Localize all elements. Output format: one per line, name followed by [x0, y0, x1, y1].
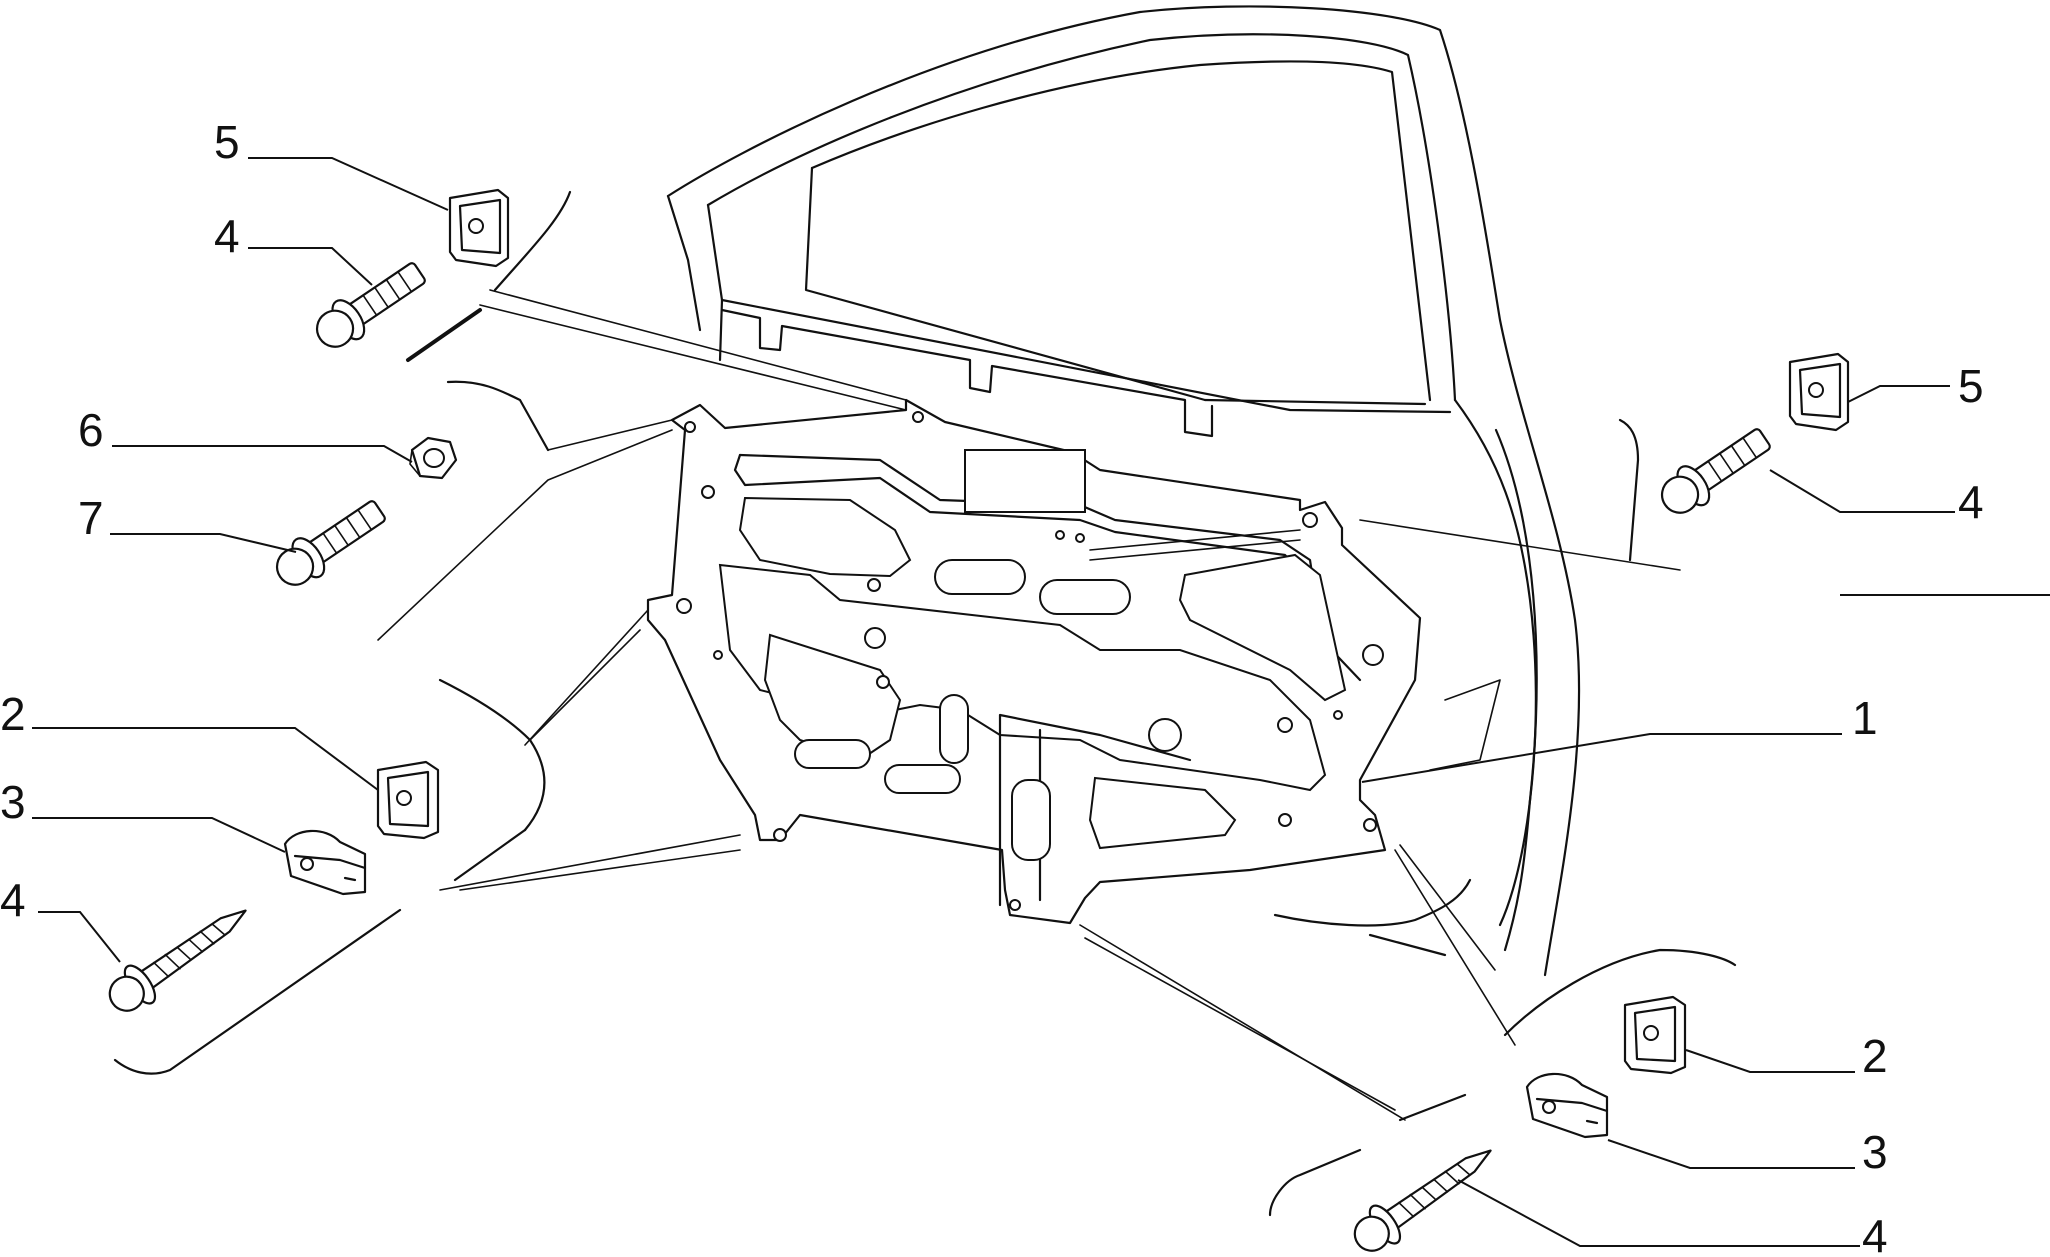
- screw-4-left: [108, 909, 247, 1012]
- callout-7: 7: [78, 492, 104, 544]
- callout-4-right: 4: [1958, 476, 1984, 528]
- bolt-4-right: [1660, 428, 1771, 514]
- callout-2-left: 2: [0, 688, 26, 740]
- bolt-4-top: [315, 262, 426, 348]
- clip-5-top: [448, 188, 510, 268]
- bolt-7: [275, 500, 386, 586]
- leader-lines: [32, 157, 2050, 1247]
- callout-5-right: 5: [1958, 360, 1984, 412]
- callout-4-bottom: 4: [1862, 1210, 1888, 1257]
- clip-5-right: [1788, 352, 1850, 432]
- clip-3-left: [283, 829, 367, 896]
- door-module-panel: [646, 398, 1422, 925]
- door-outline: [666, 5, 1581, 977]
- nut-6: [409, 436, 458, 480]
- callout-numbers: 5 4 6 7 2 3 4 5 4 1 2 3 4: [0, 116, 1984, 1257]
- clip-3-right: [1525, 1072, 1609, 1139]
- callout-4-top: 4: [214, 210, 240, 262]
- callout-2-right: 2: [1862, 1030, 1888, 1082]
- callout-1: 1: [1852, 692, 1878, 744]
- callout-6: 6: [78, 404, 104, 456]
- clip-2-right: [1623, 995, 1687, 1075]
- callout-3-right: 3: [1862, 1126, 1888, 1178]
- screw-4-bottom: [1353, 1149, 1492, 1252]
- callout-4-left: 4: [0, 874, 26, 926]
- assembly-lines: [113, 190, 1737, 1217]
- clip-2-left: [376, 760, 440, 840]
- callout-3-left: 3: [0, 776, 26, 828]
- callout-5-top: 5: [214, 116, 240, 168]
